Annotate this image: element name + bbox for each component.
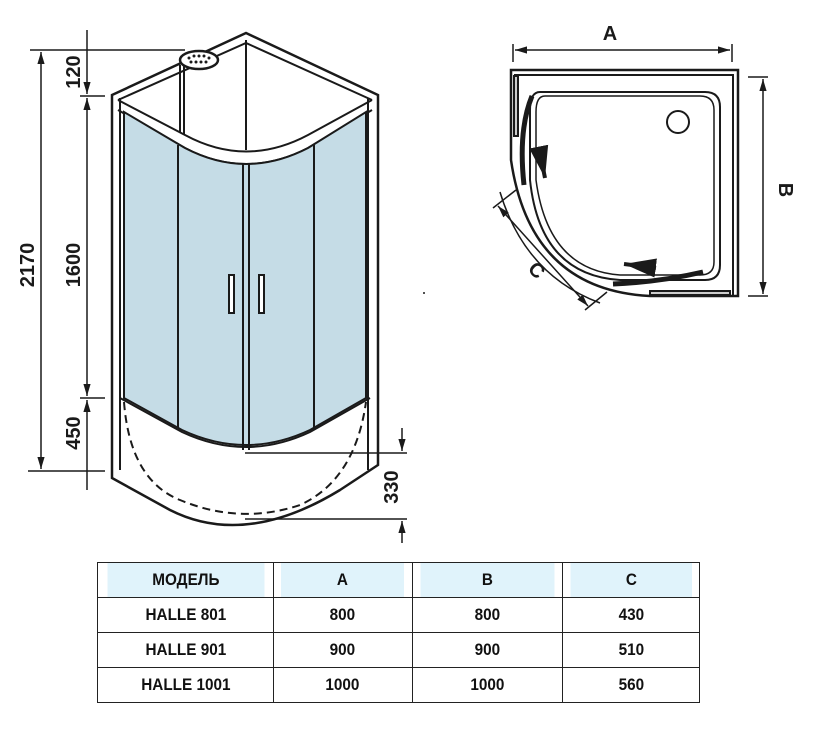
label-c: C	[523, 258, 549, 284]
cell-c: 560	[569, 667, 694, 703]
cell-model: HALLE 801	[105, 597, 265, 633]
header-model: МОДЕЛЬ	[105, 562, 265, 598]
header-a: A	[279, 562, 406, 598]
cell-b: 800	[419, 597, 556, 633]
cell-b: 1000	[419, 667, 556, 703]
dim-total-height: 2170	[17, 243, 39, 288]
door-handle-left	[228, 274, 235, 314]
drain-icon	[666, 110, 690, 134]
table-header-row: МОДЕЛЬ A B C	[98, 562, 700, 598]
dimension-lines	[28, 30, 407, 543]
table-row: HALLE 1001 1000 1000 560	[98, 667, 700, 703]
arrow-left-icon	[623, 258, 657, 278]
cell-c: 510	[569, 632, 694, 668]
cell-c: 430	[569, 597, 694, 633]
dim-tray-height: 450	[63, 416, 85, 449]
front-view	[110, 31, 380, 527]
model-dimensions-table: МОДЕЛЬ A B C HALLE 801 800 800 430 HALLE…	[97, 562, 700, 703]
cell-b: 900	[419, 632, 556, 668]
cabin-outer-frame	[110, 31, 380, 527]
header-b: B	[419, 562, 556, 598]
table-row: HALLE 901 900 900 510	[98, 632, 700, 668]
cell-model: HALLE 901	[105, 632, 265, 668]
arrow-down-icon	[529, 144, 549, 179]
door-handle-right	[258, 274, 265, 314]
dim-glass-height: 1600	[63, 243, 85, 288]
label-a: A	[603, 23, 617, 45]
cell-a: 900	[279, 632, 406, 668]
cell-a: 1000	[279, 667, 406, 703]
shower-head-icon	[178, 49, 220, 71]
top-dimension-lines	[492, 44, 768, 311]
dim-tray-depth: 330	[381, 470, 403, 503]
tray-dashed-outline	[123, 401, 367, 515]
door-arrows	[529, 144, 657, 278]
cell-a: 800	[279, 597, 406, 633]
table-row: HALLE 801 800 800 430	[98, 597, 700, 633]
header-c: C	[569, 562, 694, 598]
cell-model: HALLE 1001	[105, 667, 265, 703]
label-b: B	[774, 183, 796, 197]
glass-panels	[123, 110, 367, 446]
dim-top-section: 120	[63, 55, 85, 88]
